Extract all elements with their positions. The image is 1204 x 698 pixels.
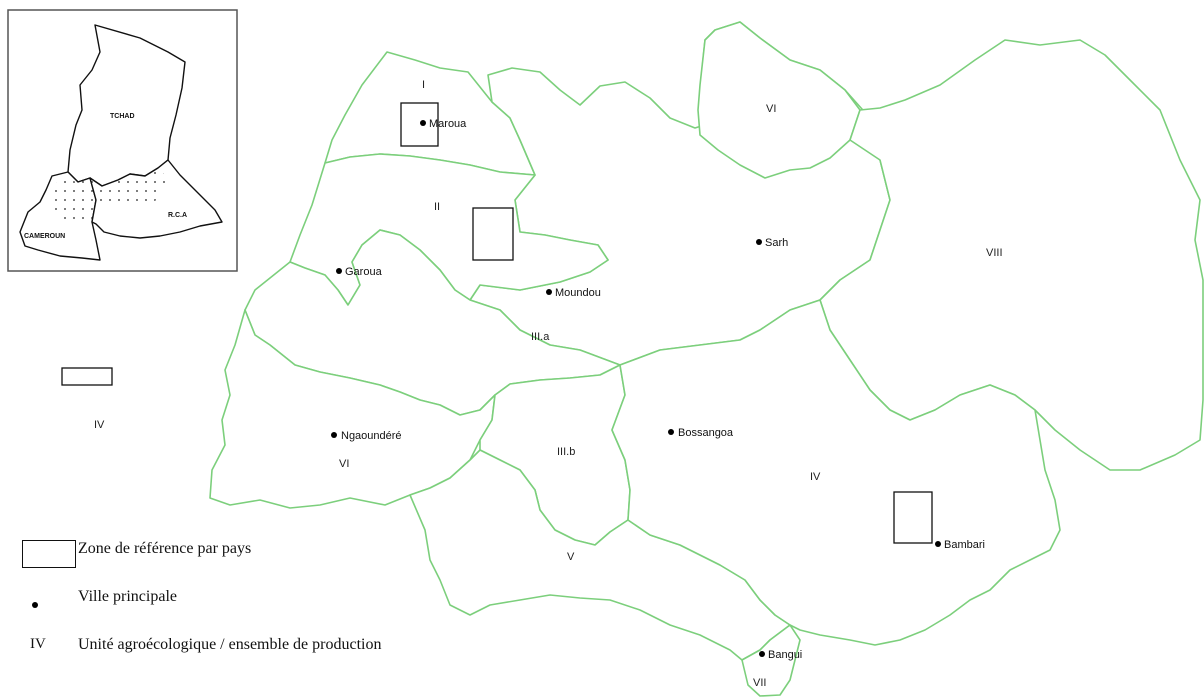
legend-item-city: Ville principale xyxy=(0,580,560,610)
city-label: Moundou xyxy=(555,287,601,299)
city-label: Garoua xyxy=(345,266,383,278)
city-dot xyxy=(935,541,941,547)
city-dot xyxy=(756,239,762,245)
unit-numeral-icon: IV xyxy=(30,636,46,652)
zone-VII xyxy=(741,624,801,697)
inset-map: TCHAD R.C.A CAMEROUN xyxy=(7,9,238,272)
unit-label-IV-west: IV xyxy=(94,419,105,431)
city-dot-icon xyxy=(32,602,38,608)
reference-zone-cameroon-south xyxy=(61,367,113,386)
city-label: Sarh xyxy=(765,237,788,249)
city-dot xyxy=(331,432,337,438)
city-maroua: Maroua xyxy=(420,118,467,130)
reference-box-icon xyxy=(22,540,76,568)
unit-label-IIIb: III.b xyxy=(557,446,575,458)
legend-item-unit: IV Unité agroécologique / ensemble de pr… xyxy=(0,628,560,658)
city-bangui: Bangui xyxy=(759,649,802,661)
zone-VI-north xyxy=(697,21,861,179)
legend-label: Unité agroécologique / ensemble de produ… xyxy=(78,636,382,653)
zone-IV-east xyxy=(611,299,1061,646)
city-bossangoa: Bossangoa xyxy=(668,427,734,439)
city-dot xyxy=(759,651,765,657)
city-moundou: Moundou xyxy=(546,287,601,299)
unit-label-VII: VII xyxy=(753,677,766,689)
city-bambari: Bambari xyxy=(935,539,985,551)
inset-dotted-zone-east xyxy=(90,168,168,208)
unit-label-II: II xyxy=(434,201,440,213)
reference-zone-bambari xyxy=(893,491,933,544)
city-label: Bambari xyxy=(944,539,985,551)
city-label: Ngaoundéré xyxy=(341,430,402,442)
legend-label: Zone de référence par pays xyxy=(78,540,252,557)
city-label: Bossangoa xyxy=(678,427,734,439)
inset-label-cameroun: CAMEROUN xyxy=(24,233,65,240)
unit-label-IV-east: IV xyxy=(810,471,821,483)
city-dot xyxy=(668,429,674,435)
legend-symbol-box xyxy=(10,532,76,568)
city-label: Bangui xyxy=(768,649,802,661)
unit-label-I: I xyxy=(422,79,425,91)
reference-zone-chad-center xyxy=(472,207,514,261)
inset-dotted-zone xyxy=(50,178,96,226)
unit-label-VIII: VIII xyxy=(986,247,1003,259)
city-sarh: Sarh xyxy=(756,237,788,249)
city-dot xyxy=(420,120,426,126)
reference-zone-maroua xyxy=(400,102,439,147)
unit-label-VI-south: VI xyxy=(339,458,349,470)
unit-label-IIIa: III.a xyxy=(531,331,550,343)
legend-item-reference-zone: Zone de référence par pays xyxy=(0,532,560,568)
legend-symbol-roman: IV xyxy=(10,628,68,658)
unit-label-VI-north: VI xyxy=(766,103,776,115)
inset-label-rca: R.C.A xyxy=(168,212,187,219)
city-dot xyxy=(546,289,552,295)
map-legend: Zone de référence par pays Ville princip… xyxy=(0,520,560,695)
city-dot xyxy=(336,268,342,274)
inset-label-tchad: TCHAD xyxy=(110,113,135,120)
city-ngaoundere: Ngaoundéré xyxy=(331,430,402,442)
legend-label: Ville principale xyxy=(78,588,177,605)
city-label: Maroua xyxy=(429,118,467,130)
legend-symbol-dot xyxy=(10,580,68,610)
unit-label-V: V xyxy=(567,551,575,563)
city-garoua: Garoua xyxy=(336,266,383,278)
